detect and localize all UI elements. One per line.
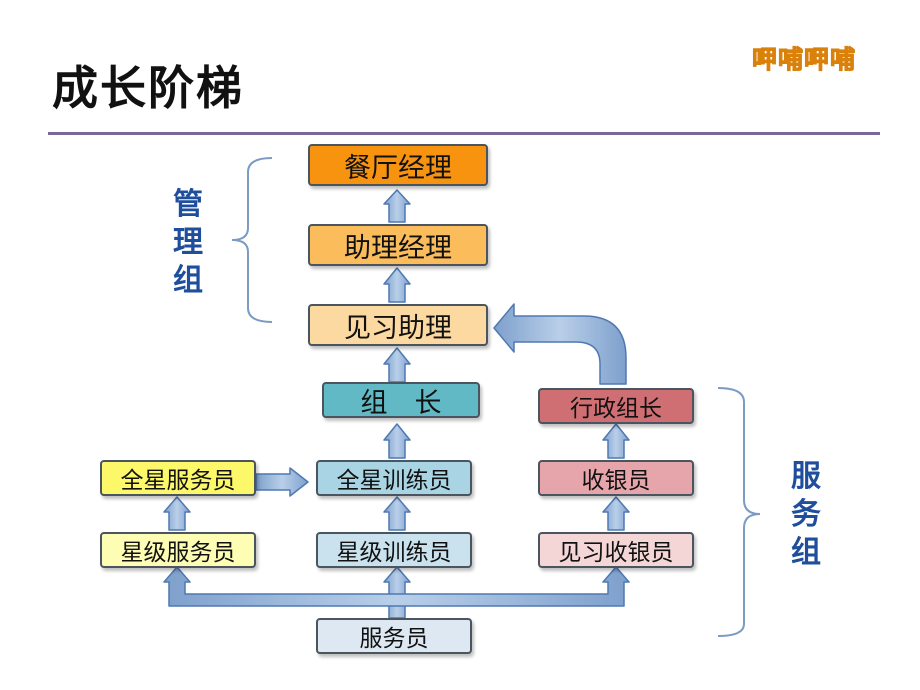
arrow-up-to-restaurant-manager [383,189,411,223]
management-label-char: 组 [173,263,203,298]
title-divider [48,132,880,135]
arrow-right-to-allstar-trainer [255,467,309,497]
service-group-label: 服 务 组 [786,458,826,572]
node-cashier: 收银员 [538,460,694,496]
management-label-char: 理 [173,225,203,260]
arrow-up-to-cashier [602,496,630,531]
page-title: 成长阶梯 [52,61,244,115]
node-server: 服务员 [316,618,472,654]
node-team-leader: 组 长 [322,382,480,419]
arrow-up-to-team-leader [383,423,411,459]
service-bracket [717,387,761,637]
arrow-up-to-allstar-server [163,496,191,531]
brand-logo: 呷哺呷哺 [718,44,890,76]
node-allstar-trainer: 全星训练员 [316,460,472,496]
node-admin-leader: 行政组长 [538,388,694,424]
management-bracket [231,157,273,323]
service-label-char: 务 [791,497,821,532]
node-trainee-assistant: 见习助理 [308,304,488,346]
node-trainee-cashier: 见习收银员 [538,532,694,568]
service-label-char: 组 [791,535,821,570]
arrow-curve-to-trainee-assistant [493,303,627,385]
node-assistant-manager: 助理经理 [308,224,488,266]
management-group-label: 管 理 组 [168,186,208,300]
arrow-up-to-allstar-trainer [383,496,411,531]
arrow-up-to-assistant-manager [383,267,411,303]
arrow-up-to-admin-leader [602,423,630,459]
brand-logo-text: 呷哺呷哺 [751,45,856,75]
node-allstar-server: 全星服务员 [100,460,256,496]
node-star-trainer: 星级训练员 [316,532,472,568]
service-label-char: 服 [791,459,821,494]
management-label-char: 管 [173,187,203,222]
node-star-server: 星级服务员 [100,532,256,568]
arrow-branch-base [163,566,630,607]
node-restaurant-manager: 餐厅经理 [308,144,488,186]
arrow-up-to-trainee-assistant [383,347,411,383]
arrow-up-to-star-trainer [383,566,411,619]
